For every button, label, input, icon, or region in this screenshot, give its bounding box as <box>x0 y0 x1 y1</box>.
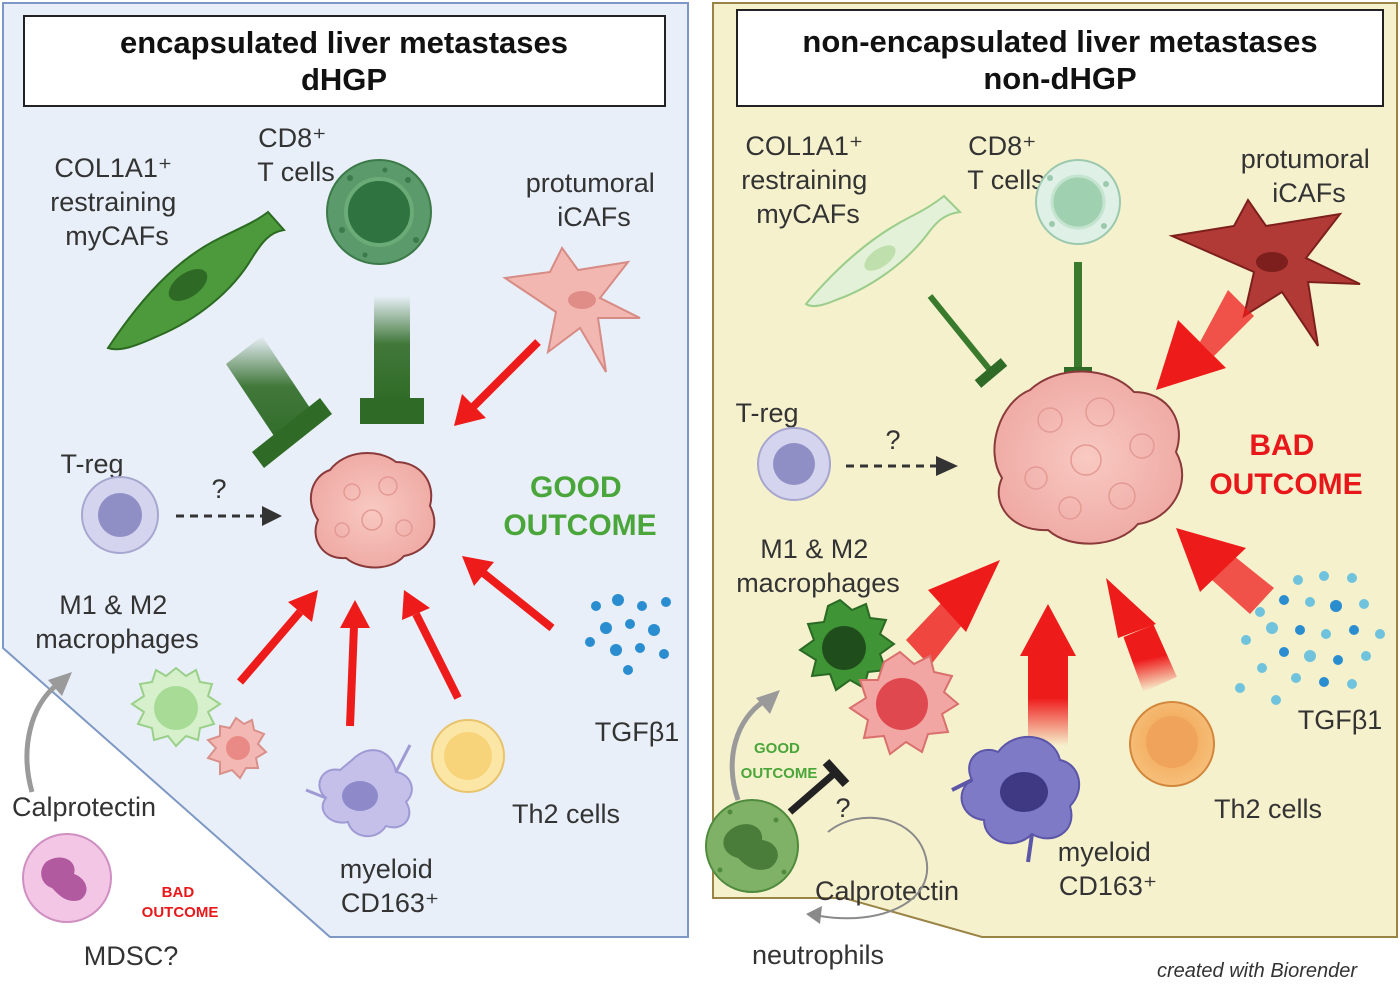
left-icaf-cell <box>502 246 641 373</box>
right-macrophage-arrow <box>906 560 1000 666</box>
right-cd8-cell <box>1035 159 1121 245</box>
right-th2-arrow <box>1106 578 1177 693</box>
right-th2-cell <box>1129 701 1215 787</box>
right-mycaf-label: COL1A1⁺ restraining myCAFs <box>741 131 875 229</box>
left-macrophage-arrow <box>236 590 318 685</box>
left-mdsc-cell <box>22 833 112 923</box>
right-title-line2: non-dHGP <box>983 61 1136 96</box>
left-myeloid-label: myeloid CD163⁺ <box>340 854 441 918</box>
left-tumor <box>309 451 436 569</box>
right-question-mark-2: ? <box>835 793 850 823</box>
left-mycaf-inhibition-arrow <box>226 336 332 468</box>
left-bad-outcome-label: BAD OUTCOME <box>142 884 219 921</box>
right-panel: non-encapsulated liver metastases non-dH… <box>705 2 1398 970</box>
right-neutrophil-to-macrophage-arrow <box>729 690 780 801</box>
left-th2-arrow <box>402 590 462 700</box>
left-question-mark: ? <box>211 474 226 504</box>
right-treg-dashed-arrow <box>846 456 958 476</box>
right-myeloid-label: myeloid CD163⁺ <box>1058 837 1159 901</box>
left-title-box <box>23 15 666 107</box>
right-icaf-arrow <box>1156 290 1254 390</box>
right-mycaf-inhibition-arrow <box>927 294 1008 388</box>
left-tgf-label: TGFβ1 <box>595 717 680 747</box>
left-treg-dashed-arrow <box>176 506 282 526</box>
left-treg-cell <box>81 476 159 554</box>
right-tgf-molecules <box>1235 571 1385 705</box>
left-myeloid-cell <box>305 744 413 837</box>
right-outcome-label: BAD OUTCOME <box>1209 429 1362 501</box>
right-macrophage-cells <box>798 598 960 756</box>
left-calprotectin-label: Calprotectin <box>12 792 156 822</box>
right-treg-cell <box>757 427 831 501</box>
left-title-line2: dHGP <box>301 62 387 97</box>
left-mdsc-to-macrophage-arrow <box>24 672 72 793</box>
right-title-box <box>736 9 1384 107</box>
left-myeloid-arrow <box>340 600 370 727</box>
left-mycaf-cell <box>106 210 286 351</box>
left-cd8-inhibition-arrow <box>360 296 424 424</box>
left-tgf-molecules <box>585 594 671 675</box>
left-th2-cell <box>431 719 505 793</box>
right-calprotectin-loop-arrow <box>806 816 929 924</box>
right-title-line1: non-encapsulated liver metastases <box>802 24 1317 59</box>
left-tgf-arrow <box>462 556 555 632</box>
right-neutrophil-inhibition-arrow <box>787 758 850 815</box>
right-calprotectin-label: Calprotectin <box>815 876 959 906</box>
right-myeloid-cell <box>951 735 1080 863</box>
left-title-line1: encapsulated liver metastases <box>120 25 568 60</box>
left-macrophage-label: M1 & M2 macrophages <box>35 590 199 654</box>
left-outcome-label: GOOD OUTCOME <box>503 471 656 542</box>
right-icaf-label: protumoral iCAFs <box>1241 144 1378 208</box>
right-question-mark: ? <box>885 425 900 455</box>
right-macrophage-label: M1 & M2 macrophages <box>736 534 900 598</box>
left-macrophage-cells <box>130 666 268 780</box>
right-cd8-label: CD8⁺ T cells <box>967 131 1045 195</box>
left-treg-label: T-reg <box>60 449 123 479</box>
left-mdsc-label: MDSC? <box>84 941 179 971</box>
left-icaf-arrow <box>454 339 541 426</box>
right-treg-label: T-reg <box>735 398 798 428</box>
right-tgf-arrow <box>1176 528 1274 614</box>
right-neutrophil-cell <box>705 799 799 893</box>
right-neutrophils-label: neutrophils <box>752 940 884 970</box>
right-mycaf-cell <box>804 194 963 308</box>
right-th2-label: Th2 cells <box>1214 794 1322 824</box>
right-tgf-label: TGFβ1 <box>1298 705 1383 735</box>
right-good-outcome-label: GOOD OUTCOME <box>741 740 818 782</box>
left-th2-label: Th2 cells <box>512 799 620 829</box>
left-cd8-label: CD8⁺ T cells <box>257 123 335 187</box>
credit-text: created with Biorender <box>1157 960 1358 981</box>
right-tumor <box>993 370 1184 545</box>
right-myeloid-arrow <box>1020 604 1076 746</box>
left-panel: encapsulated liver metastases dHGP COL1A… <box>1 2 689 971</box>
left-cd8-cell <box>326 159 432 265</box>
left-icaf-label: protumoral iCAFs <box>526 168 663 232</box>
left-mycaf-label: COL1A1⁺ restraining myCAFs <box>50 153 184 251</box>
